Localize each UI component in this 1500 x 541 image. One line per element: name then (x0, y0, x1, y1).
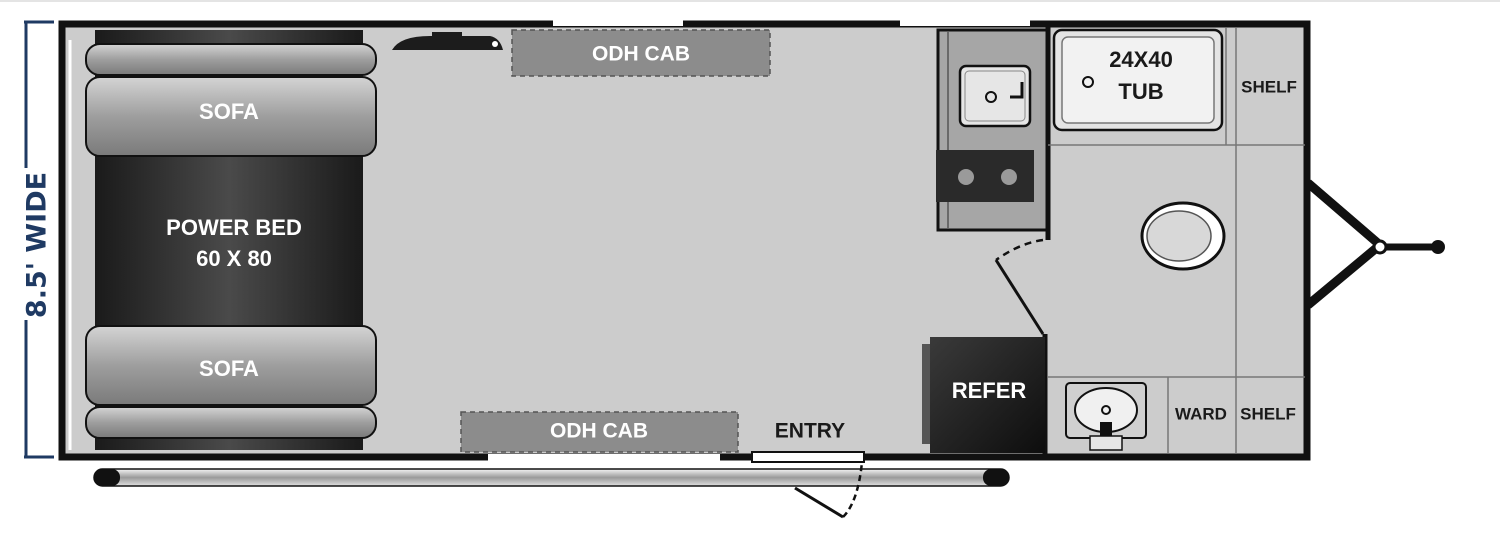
bed-area: SOFA POWER BED 60 X 80 SOFA (85, 30, 377, 450)
tub: 24X40 TUB (1052, 28, 1224, 132)
bath-door (994, 259, 1045, 335)
toilet (1140, 201, 1226, 271)
window-top-1 (553, 19, 683, 26)
bathroom-sink (1065, 382, 1147, 451)
burner (1001, 169, 1017, 185)
width-marker: 8.5' WIDE (14, 20, 54, 459)
tub-label: TUB (1118, 79, 1163, 104)
entry-door-opening (751, 451, 865, 463)
tub-drain (1082, 76, 1094, 88)
ward-label: WARD (1175, 404, 1227, 423)
shelf-top-label: SHELF (1241, 77, 1297, 96)
top-rule (0, 0, 1500, 2)
odh-cab-top-label: ODH CAB (592, 43, 690, 66)
power-bed-label: POWER BED (166, 215, 302, 240)
odh-cab-bottom (460, 411, 739, 453)
window-bottom (488, 454, 720, 461)
cooktop (936, 150, 1034, 202)
refrigerator: REFER (922, 337, 1045, 453)
entry-label: ENTRY (775, 420, 845, 443)
awning (93, 468, 1010, 487)
kitchen-counter (936, 28, 1050, 232)
tub-size-label: 24X40 (1109, 47, 1173, 72)
sofa-rear-back-cushion (85, 406, 377, 439)
shelf-bottom-label: SHELF (1240, 404, 1296, 423)
burner (958, 169, 974, 185)
refer-label: REFER (952, 378, 1027, 403)
sofa-front-back-cushion (85, 43, 377, 76)
sofa-front (85, 76, 377, 157)
power-bed-size: 60 X 80 (196, 246, 272, 271)
entry-door-swing (794, 461, 864, 519)
sofa-rear (85, 325, 377, 406)
window-top-2 (900, 19, 1030, 26)
sofa-front-label: SOFA (199, 99, 259, 124)
width-label: 8.5' WIDE (22, 172, 53, 318)
hitch (1305, 179, 1445, 309)
sofa-rear-label: SOFA (199, 356, 259, 381)
ceiling-fixture (392, 32, 503, 50)
bath-door-swing (995, 238, 1044, 262)
odh-cab-bottom-label: ODH CAB (550, 420, 648, 443)
odh-cab-top (511, 29, 771, 77)
